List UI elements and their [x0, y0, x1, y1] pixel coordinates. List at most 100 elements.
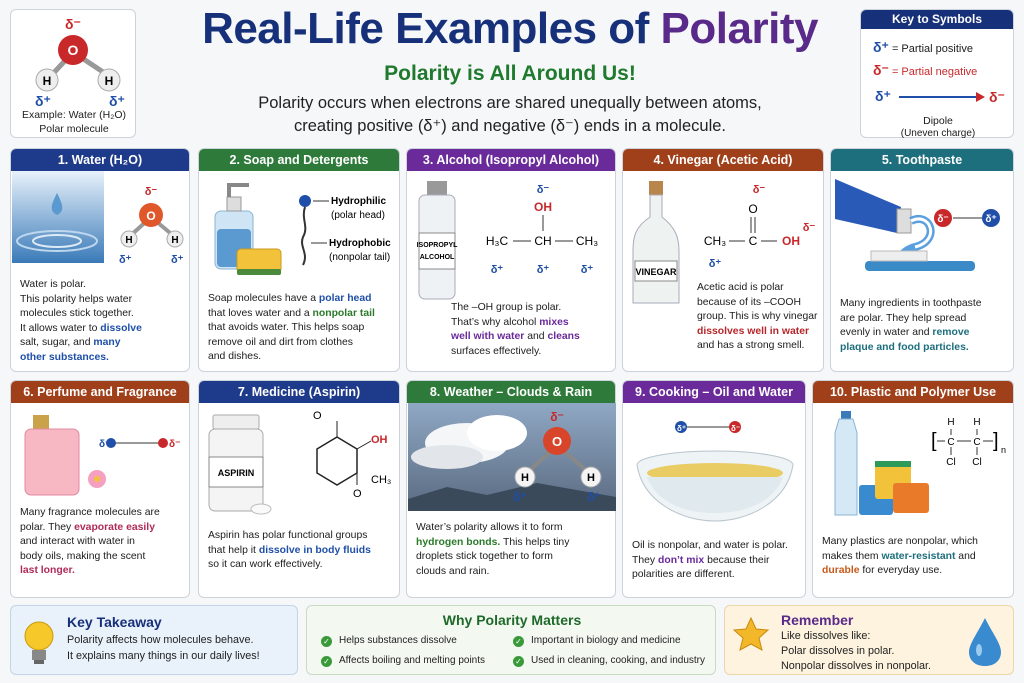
alcohol-h3c: H₃C	[486, 234, 509, 248]
cooking-dpos: δ⁺	[677, 424, 686, 433]
card-text-line: clouds and rain.	[416, 565, 490, 577]
card-title: 10. Plastic and Polymer Use	[813, 381, 1013, 403]
card-text-line: Many fragrance molecules are	[20, 507, 160, 518]
hydrophobic-sub: (nonpolar tail)	[329, 252, 390, 263]
soap-bottle-icon: Hydrophilic (polar head) Hydrophobic (no…	[214, 183, 391, 275]
key-dipole-neg: δ⁻	[989, 89, 1005, 105]
card-title: 4. Vinegar (Acetic Acid)	[623, 149, 823, 171]
card-text-line: because of its –COOH	[697, 296, 801, 308]
weather-dneg: δ⁻	[550, 410, 564, 424]
page-title: Real-Life Examples of Polarity	[150, 4, 870, 54]
card-text-line: This polarity helps water	[20, 293, 133, 305]
card-text: Many ingredients in toothpaste are polar.…	[840, 297, 982, 355]
key-row-positive: δ⁺ = Partial positive	[873, 39, 973, 56]
atom-h-label-left: H	[43, 74, 52, 88]
card-title: 8. Weather – Clouds & Rain	[407, 381, 615, 403]
toothpaste-icon: δ⁻ δ⁺	[835, 179, 1000, 271]
remember-line-3: Nonpolar dissolves in nonpolar.	[781, 660, 932, 672]
card-text-line: evenly in water and remove	[840, 327, 970, 339]
page-subtitle: Polarity is All Around Us!	[384, 62, 636, 85]
card-text: Water is polar. This polarity helps water…	[20, 278, 142, 366]
card-text-line: The –OH group is polar.	[451, 302, 562, 313]
aspirin-ch3: CH₃	[371, 474, 391, 486]
plastic-cl-2: Cl	[972, 457, 981, 468]
card-title: 9. Cooking – Oil and Water	[623, 381, 805, 403]
hydrophobic-label: Hydrophobic	[329, 238, 391, 249]
weather-dpos-left: δ⁺	[513, 490, 527, 504]
card-text-line: are polar. They help spread	[840, 312, 967, 324]
delta-pos-label-right: δ⁺	[109, 93, 125, 109]
key-dipole-label: Dipole	[923, 115, 953, 127]
card-toothpaste: 5. Toothpaste δ⁻ δ⁺ Many ingredients in …	[830, 148, 1014, 372]
card-text-line: polar. They evaporate easily	[20, 521, 155, 533]
card-text-line: hydrogen bonds. This helps tiny	[416, 536, 570, 548]
card-text-line: Oil is nonpolar, and water is polar.	[632, 540, 788, 551]
card-text-line: so it can work effectively.	[208, 559, 323, 571]
card-text-line: other substances.	[20, 351, 109, 363]
svg-text:δ⁺: δ⁺	[171, 254, 184, 266]
card-weather: 8. Weather – Clouds & Rain O H H δ⁻ δ⁺ δ…	[406, 380, 616, 598]
alcohol-bottle-label-1: ISOPROPYL	[417, 242, 459, 249]
card-text-line: dissolves well in water	[697, 325, 810, 337]
alcohol-ch3: CH₃	[576, 234, 598, 248]
card-title: 6. Perfume and Fragrance	[11, 381, 189, 403]
atom-h-label-right: H	[105, 74, 114, 88]
example-caption-2: Polar molecule	[39, 123, 109, 135]
card-water: 1. Water (H₂O) O H H δ⁻ δ⁺ δ⁺ Water is p…	[10, 148, 190, 372]
plastic-h-2: H	[973, 417, 980, 428]
vinegar-bottle-icon: VINEGAR δ⁻ O CH₃ C OH δ⁻ δ⁺	[632, 181, 815, 304]
delta-neg-label: δ⁻	[65, 16, 81, 32]
example-caption-1: Example: Water (H₂O)	[21, 109, 127, 121]
card-title: 1. Water (H₂O)	[11, 149, 189, 171]
aspirin-bottle-label: ASPIRIN	[218, 468, 255, 478]
plastic-containers-icon: [ ] n H H C C Cl Cl	[834, 411, 1006, 516]
toothpaste-dpos: δ⁺	[985, 214, 996, 225]
card-text: Oil is nonpolar, and water is polar. They…	[632, 539, 788, 583]
card-text-line: and dishes.	[208, 351, 262, 363]
key-neg-label: = Partial negative	[891, 66, 978, 78]
card-text: Acetic acid is polar because of its –COOH…	[697, 281, 818, 354]
card-title: 5. Toothpaste	[831, 149, 1013, 171]
card-text-line: Aspirin has polar functional groups	[208, 530, 368, 541]
card-alcohol: 3. Alcohol (Isopropyl Alcohol) ISOPROPYL…	[406, 148, 616, 372]
card-title: 7. Medicine (Aspirin)	[199, 381, 399, 403]
key-takeaway-box: Key Takeaway Polarity affects how molecu…	[10, 605, 298, 675]
why-title: Why Polarity Matters	[442, 612, 582, 628]
svg-text:δ⁻: δ⁻	[145, 186, 158, 198]
key-dipole-sub: (Uneven charge)	[900, 128, 976, 139]
card-title: 3. Alcohol (Isopropyl Alcohol)	[407, 149, 615, 171]
aspirin-bottle-icon: ASPIRIN O OH O CH₃	[208, 410, 391, 515]
card-text-line: surfaces effectively.	[451, 345, 542, 357]
check-icon: ✓	[321, 636, 332, 647]
plastic-n: n	[1001, 445, 1006, 455]
card-text-line: that loves water and a nonpolar tail	[208, 307, 375, 319]
card-text-line: well with water and cleans	[451, 331, 580, 343]
why-item-2: Affects boiling and melting points	[339, 655, 486, 666]
remember-line-1: Like dissolves like:	[781, 630, 871, 642]
hydrophilic-sub: (polar head)	[331, 210, 385, 221]
card-text-line: polarities are different.	[632, 569, 735, 581]
aspirin-oh: OH	[371, 434, 388, 446]
remember-line-2: Polar dissolves in polar.	[781, 645, 895, 657]
card-text-line: Many ingredients in toothpaste	[840, 298, 982, 309]
alcohol-bottle-label-2: ALCOHOL	[420, 254, 455, 261]
card-text-line: They don’t mix because their	[632, 554, 770, 566]
card-text-line: molecules stick together.	[20, 308, 134, 320]
card-vinegar: 4. Vinegar (Acetic Acid) VINEGAR δ⁻ O CH…	[622, 148, 824, 372]
card-text-line: remove oil and dirt from clothes	[208, 336, 353, 348]
card-text-line: Acetic acid is polar	[697, 282, 784, 293]
card-text-line: that avoids water. This helps soap	[208, 322, 365, 334]
card-text-line: Soap molecules have a polar head	[208, 293, 372, 304]
alcohol-oh: OH	[534, 200, 552, 214]
card-text-line: Water is polar.	[20, 279, 87, 290]
alcohol-dpos-1: δ⁺	[491, 264, 504, 276]
why-polarity-box: Why Polarity Matters ✓ Helps substances …	[306, 605, 716, 675]
plastic-c-1: C	[947, 437, 954, 448]
alcohol-dneg: δ⁻	[537, 184, 550, 196]
key-pos-symbol: δ⁺	[873, 39, 889, 55]
card-text-line: and has a strong smell.	[697, 340, 805, 352]
card-text: Many fragrance molecules are polar. They …	[20, 506, 160, 579]
title-accent: Polarity	[660, 4, 819, 53]
intro-line-2: creating positive (δ⁺) and negative (δ⁻)…	[294, 117, 726, 135]
alcohol-ch: CH	[534, 234, 551, 248]
